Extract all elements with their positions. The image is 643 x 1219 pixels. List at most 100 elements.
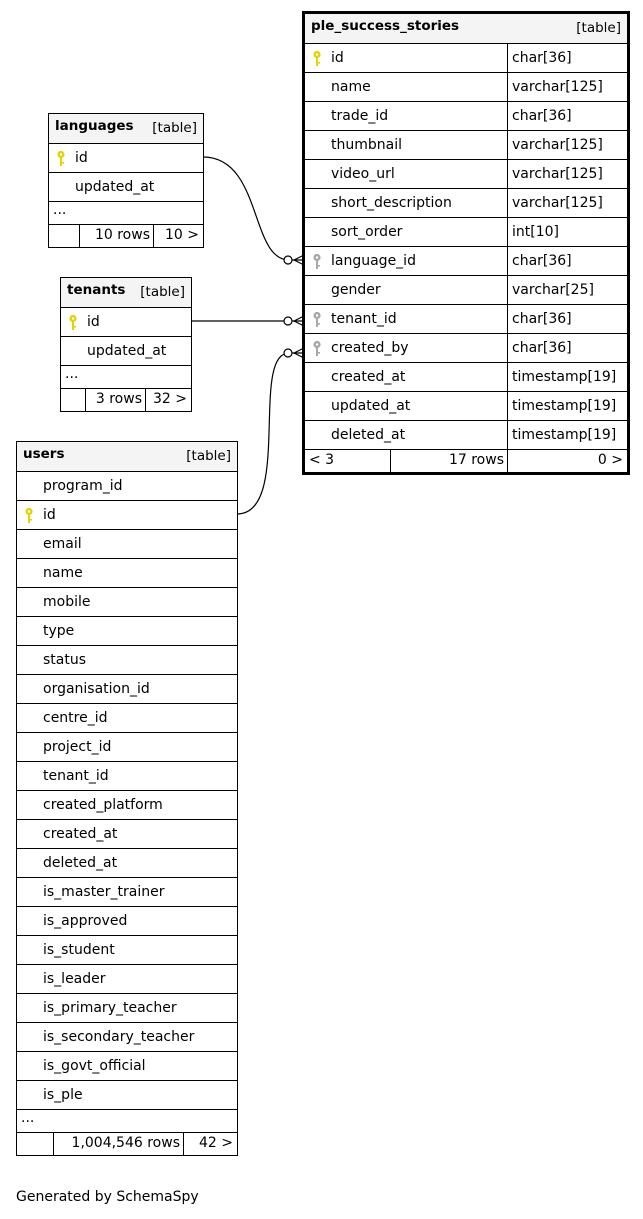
more-columns-ellipsis: ... [49, 202, 203, 225]
table-tag: [table] [140, 284, 185, 300]
column-row-is-approved[interactable]: is_approved [17, 907, 237, 936]
column-name: is_student [43, 942, 115, 958]
column-name: is_secondary_teacher [43, 1029, 195, 1045]
table-footer: 3 rows 32 > [61, 389, 191, 411]
column-row-is-primary-teacher[interactable]: is_primary_teacher [17, 994, 237, 1023]
column-row-status[interactable]: status [17, 646, 237, 675]
column-row-updated-at[interactable]: updated_at [49, 173, 203, 202]
column-row-mobile[interactable]: mobile [17, 588, 237, 617]
column-type: timestamp[19] [512, 369, 617, 385]
column-name: created_at [331, 369, 406, 385]
table-languages[interactable]: languages [table] id updated_at ... 10 ro… [48, 113, 204, 248]
column-row-id[interactable]: id [61, 308, 191, 337]
column-row-created-platform[interactable]: created_platform [17, 791, 237, 820]
column-name: is_govt_official [43, 1058, 146, 1074]
column-name: id [331, 50, 344, 66]
column-row-type[interactable]: type [17, 617, 237, 646]
column-row-is-master-trainer[interactable]: is_master_trainer [17, 878, 237, 907]
generated-by-label: Generated by SchemaSpy [16, 1189, 199, 1205]
foreign-key-icon [312, 340, 322, 357]
column-name: name [43, 565, 83, 581]
children-count[interactable]: 32 > [153, 391, 187, 407]
column-type: char[36] [512, 108, 572, 124]
optional-marker-created-by [283, 348, 293, 358]
column-list: id updated_at [61, 308, 191, 366]
column-name: program_id [43, 478, 123, 494]
table-footer: 10 rows 10 > [49, 225, 203, 247]
table-header: languages [table] [49, 114, 203, 144]
column-row-program-id[interactable]: program_id [17, 472, 237, 501]
column-name: updated_at [87, 343, 167, 359]
children-count[interactable]: 42 > [199, 1135, 233, 1151]
column-name: language_id [331, 253, 416, 269]
column-row-is-student[interactable]: is_student [17, 936, 237, 965]
column-name: trade_id [331, 108, 389, 124]
column-row-is-secondary-teacher[interactable]: is_secondary_teacher [17, 1023, 237, 1052]
row-count: 10 rows [94, 227, 150, 243]
edge-languages-to-language-id [202, 156, 304, 261]
children-count[interactable]: 10 > [165, 227, 199, 243]
column-name: short_description [331, 195, 452, 211]
column-row-organisation-id[interactable]: organisation_id [17, 675, 237, 704]
foreign-key-icon [312, 311, 322, 328]
column-row-created-at[interactable]: created_at timestamp[19] [305, 363, 627, 392]
column-row-trade-id[interactable]: trade_id char[36] [305, 102, 627, 131]
column-row-centre-id[interactable]: centre_id [17, 704, 237, 733]
column-row-id[interactable]: id [49, 144, 203, 173]
table-name: languages [55, 118, 134, 134]
column-name: id [75, 150, 88, 166]
column-name: is_approved [43, 913, 128, 929]
table-tag: [table] [576, 20, 621, 36]
column-row-is-leader[interactable]: is_leader [17, 965, 237, 994]
table-header: ple_success_stories [table] [305, 14, 627, 44]
column-name: id [87, 314, 100, 330]
column-row-deleted-at[interactable]: deleted_at [17, 849, 237, 878]
primary-key-icon [24, 507, 34, 524]
column-name: mobile [43, 594, 91, 610]
column-type: varchar[125] [512, 166, 603, 182]
column-row-deleted-at[interactable]: deleted_at timestamp[19] [305, 421, 627, 450]
column-name: is_leader [43, 971, 106, 987]
primary-key-icon [56, 150, 66, 167]
optional-marker-tenant-id [283, 316, 293, 326]
column-type: timestamp[19] [512, 427, 617, 443]
column-row-updated-at[interactable]: updated_at [61, 337, 191, 366]
column-row-name[interactable]: name [17, 559, 237, 588]
column-row-id[interactable]: id [17, 501, 237, 530]
column-row-project-id[interactable]: project_id [17, 733, 237, 762]
parents-count[interactable]: < 3 [309, 452, 335, 468]
table-name: ple_success_stories [311, 18, 460, 34]
column-row-created-at[interactable]: created_at [17, 820, 237, 849]
children-count[interactable]: 0 > [597, 452, 623, 468]
column-name: deleted_at [331, 427, 406, 443]
foreign-key-icon [312, 253, 322, 270]
column-name: is_primary_teacher [43, 1000, 177, 1016]
column-name: updated_at [75, 179, 155, 195]
column-row-is-govt-official[interactable]: is_govt_official [17, 1052, 237, 1081]
column-name: project_id [43, 739, 112, 755]
table-name: tenants [67, 282, 126, 298]
column-row-is-ple[interactable]: is_ple [17, 1081, 237, 1110]
column-row-tenant-id[interactable]: tenant_id [17, 762, 237, 791]
column-name: updated_at [331, 398, 411, 414]
column-name: organisation_id [43, 681, 150, 697]
column-name: email [43, 536, 82, 552]
column-row-email[interactable]: email [17, 530, 237, 559]
